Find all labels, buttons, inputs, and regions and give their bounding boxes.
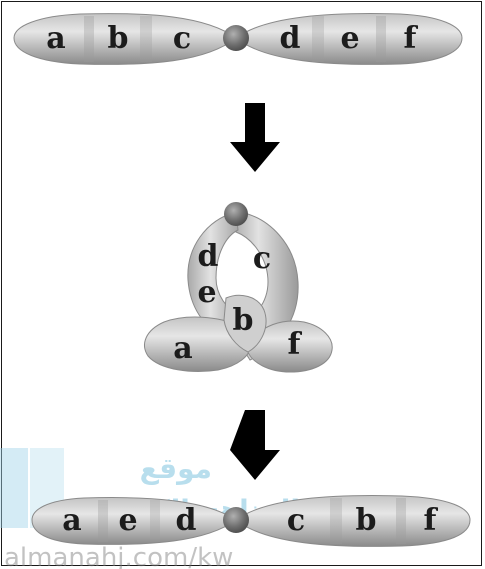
- bottom-chromosome-left-arm: [31, 497, 237, 545]
- loop-gene-b: b: [233, 303, 254, 338]
- loop-left-lobe: [144, 316, 253, 372]
- bottom-gene-e: e: [118, 503, 137, 538]
- watermark-arabic-line1: موقع: [140, 452, 212, 485]
- loop-gene-a: a: [173, 331, 192, 366]
- bottom-band: [98, 500, 108, 542]
- bottom-gene-f: f: [424, 503, 439, 538]
- top-gene-f: f: [404, 21, 419, 56]
- top-gene-c: c: [173, 21, 191, 56]
- loop-gene-e: e: [197, 275, 216, 310]
- bottom-centromere: [223, 507, 249, 533]
- loop-right-lobe: [247, 320, 333, 373]
- loop-gene-c: c: [253, 241, 271, 276]
- loop-gene-d: d: [198, 239, 219, 274]
- top-gene-e: e: [340, 21, 359, 56]
- top-centromere: [223, 25, 249, 51]
- top-gene-d: d: [280, 21, 301, 56]
- bottom-chromosome: a e d c b f: [31, 495, 471, 547]
- bottom-gene-a: a: [62, 503, 81, 538]
- loop-centromere: [224, 202, 248, 226]
- watermark-logo-block: [0, 448, 28, 528]
- bottom-gene-d: d: [176, 503, 197, 538]
- bottom-band: [150, 500, 160, 542]
- bottom-band: [396, 498, 406, 544]
- bottom-gene-c: c: [287, 503, 305, 538]
- top-chromosome-left-arm: [13, 13, 237, 65]
- top-gene-b: b: [108, 21, 129, 56]
- loop-center-band: [223, 294, 267, 353]
- inversion-loop: d c e b a f: [144, 202, 333, 373]
- watermark-url: almanahj.com/kw: [4, 543, 233, 569]
- bottom-gene-b: b: [356, 503, 377, 538]
- top-band: [140, 16, 152, 62]
- top-gene-a: a: [46, 21, 65, 56]
- loop-gene-f: f: [288, 327, 303, 362]
- top-chromosome-right-arm: [235, 13, 463, 65]
- bottom-chromosome-right-arm: [235, 495, 471, 547]
- top-band: [312, 16, 324, 62]
- top-chromosome: a b c d e f: [13, 13, 463, 65]
- top-band: [84, 16, 94, 62]
- down-arrow-2: [230, 410, 280, 480]
- bottom-band: [330, 498, 342, 544]
- top-band: [376, 16, 386, 62]
- down-arrow-1: [230, 103, 280, 172]
